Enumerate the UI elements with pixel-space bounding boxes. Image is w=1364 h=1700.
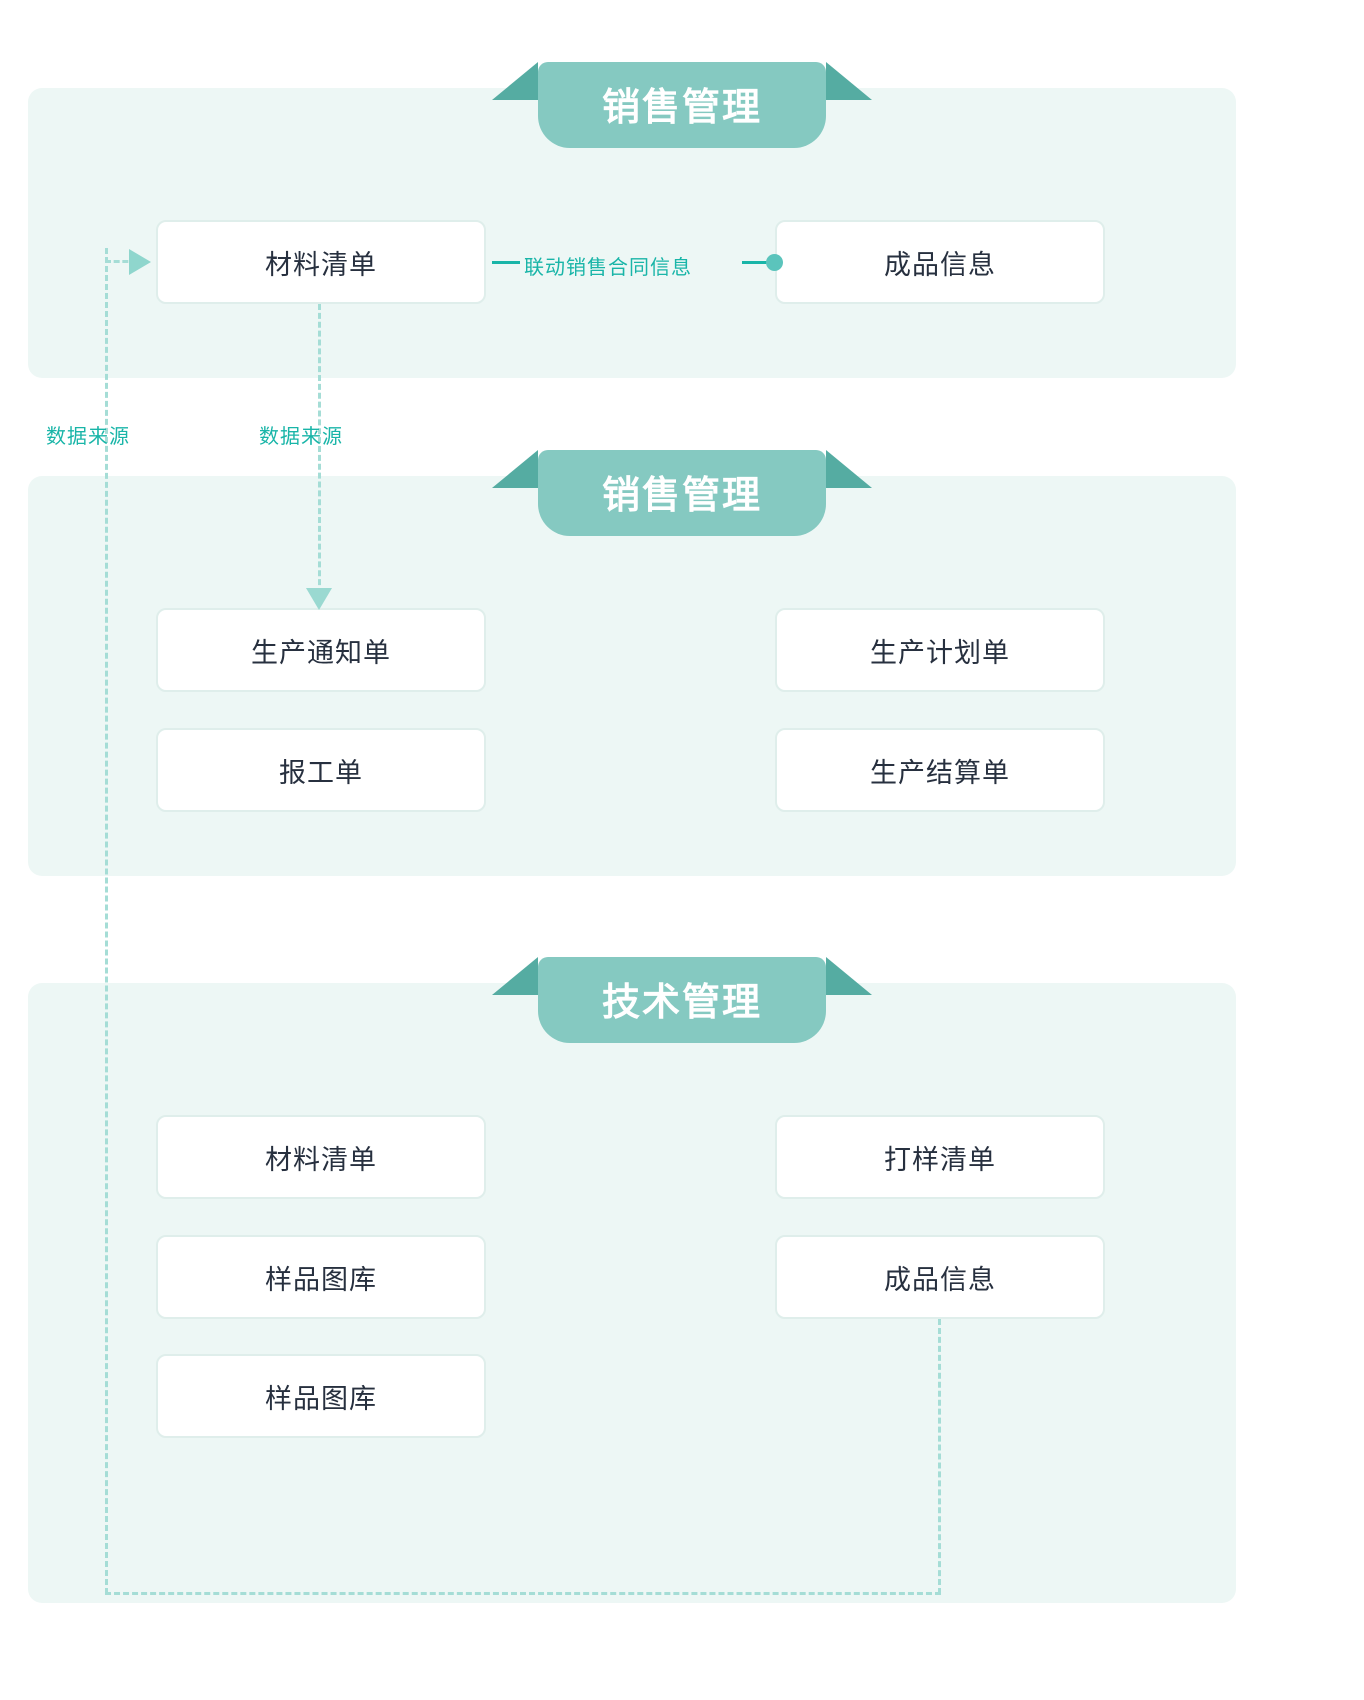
section-title-technology: 技术管理 (601, 982, 762, 1024)
card-label: 成品信息 (884, 249, 996, 280)
section-header-sales: 销售管理 (492, 62, 872, 148)
card-production-plan[interactable]: 生产计划单 (775, 608, 1105, 692)
card-tech-proofing-list[interactable]: 打样清单 (775, 1115, 1105, 1199)
ribbon-fold-right-icon (826, 957, 872, 995)
card-sales-material-list[interactable]: 材料清单 (156, 220, 486, 304)
return-dash-vertical-right (938, 1319, 941, 1594)
card-production-notice[interactable]: 生产通知单 (156, 608, 486, 692)
ribbon-body: 技术管理 (538, 957, 826, 1043)
ribbon-fold-right-icon (826, 450, 872, 488)
sales-link-endpoint-dot (766, 254, 783, 271)
card-label: 生产结算单 (870, 757, 1010, 788)
card-tech-finished-goods[interactable]: 成品信息 (775, 1235, 1105, 1319)
flow-dash-vertical-mid (318, 304, 321, 594)
sales-link-line-left (492, 261, 520, 264)
feedback-dash-branch-to-material-list (105, 260, 137, 263)
card-label: 样品图库 (265, 1264, 377, 1295)
sales-link-label: 联动销售合同信息 (524, 257, 692, 279)
section-title-sales: 销售管理 (601, 87, 762, 129)
ribbon-body: 销售管理 (538, 62, 826, 148)
card-sales-finished-goods[interactable]: 成品信息 (775, 220, 1105, 304)
sales-link-line-right (742, 261, 770, 264)
return-dash-horizontal-bottom (105, 1592, 941, 1595)
flow-label-data-source-left: 数据来源 (46, 426, 130, 448)
ribbon-fold-right-icon (826, 62, 872, 100)
card-label: 生产计划单 (870, 637, 1010, 668)
arrow-into-production-notice-icon (306, 588, 332, 610)
section-header-production: 销售管理 (492, 450, 872, 536)
flow-label-data-source-mid: 数据来源 (259, 426, 343, 448)
arrow-into-material-list-icon (129, 249, 151, 275)
card-tech-sample-gallery-2[interactable]: 样品图库 (156, 1354, 486, 1438)
card-tech-material-list[interactable]: 材料清单 (156, 1115, 486, 1199)
card-label: 材料清单 (265, 249, 377, 280)
ribbon-fold-left-icon (492, 450, 538, 488)
card-production-settlement[interactable]: 生产结算单 (775, 728, 1105, 812)
card-label: 打样清单 (884, 1144, 996, 1175)
ribbon-body: 销售管理 (538, 450, 826, 536)
card-label: 材料清单 (265, 1144, 377, 1175)
card-label: 生产通知单 (251, 637, 391, 668)
card-label: 报工单 (279, 757, 363, 788)
ribbon-fold-left-icon (492, 62, 538, 100)
feedback-dash-vertical-left (105, 248, 108, 1594)
ribbon-fold-left-icon (492, 957, 538, 995)
section-title-production: 销售管理 (601, 475, 762, 517)
card-label: 成品信息 (884, 1264, 996, 1295)
card-tech-sample-gallery-1[interactable]: 样品图库 (156, 1235, 486, 1319)
card-label: 样品图库 (265, 1383, 377, 1414)
section-header-technology: 技术管理 (492, 957, 872, 1043)
card-work-report[interactable]: 报工单 (156, 728, 486, 812)
